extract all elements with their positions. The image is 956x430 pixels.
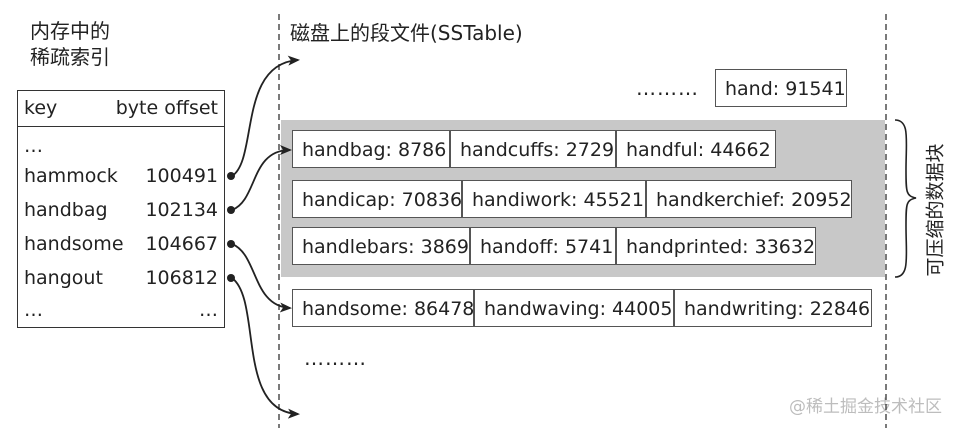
sstable-entry: handkerchief: 20952 <box>646 180 852 218</box>
index-row-key: handbag <box>24 199 108 221</box>
sstable-entry: handoff: 5741 <box>470 227 616 265</box>
sstable-entry: hand: 91541 <box>715 69 847 107</box>
disk-segment-title: 磁盘上的段文件(SSTable) <box>290 21 523 45</box>
index-row: hammock 100491 <box>24 162 218 190</box>
pointer-arrow-hangout <box>231 277 300 419</box>
index-row: hangout 106812 <box>24 264 218 292</box>
index-row-offset: 102134 <box>145 199 218 221</box>
index-row-key: hammock <box>24 165 118 187</box>
sstable-entry: handsome: 86478 <box>292 289 474 327</box>
index-header-key: key <box>24 97 58 119</box>
index-header-divider <box>18 126 224 127</box>
sparse-index-table: key byte offset … hammock 100491 handbag… <box>17 90 225 328</box>
memory-index-title-line1: 内存中的 <box>30 19 110 43</box>
index-row-key: handsome <box>24 233 124 255</box>
index-row: … <box>24 132 218 160</box>
memory-index-title-line2: 稀疏索引 <box>30 45 110 69</box>
pointer-origin-handsome <box>227 240 235 248</box>
sstable-entry: handiwork: 45521 <box>462 180 646 218</box>
sstable-entry: handwriting: 22846 <box>674 289 872 327</box>
pointer-arrow-handsome <box>231 243 292 313</box>
index-row-offset: 100491 <box>145 165 218 187</box>
index-row: … … <box>24 296 218 324</box>
compressible-blocks-brace <box>894 119 917 278</box>
pointer-arrow-handbag <box>231 145 292 211</box>
bottom-ellipsis: ……… <box>304 346 367 370</box>
index-row-key: … <box>24 135 43 157</box>
index-row: handsome 104667 <box>24 230 218 258</box>
pointer-origin-handbag <box>227 206 235 214</box>
index-row: handbag 102134 <box>24 196 218 224</box>
pointer-origin-hangout <box>227 274 235 282</box>
sstable-entry: handlebars: 3869 <box>292 227 470 265</box>
pointer-origin-hammock <box>227 172 235 180</box>
index-row-offset: … <box>199 299 218 321</box>
index-header-offset: byte offset <box>115 97 218 119</box>
sstable-entry: handbag: 8786 <box>292 130 450 168</box>
sstable-entry: handwaving: 44005 <box>474 289 674 327</box>
index-header: key byte offset <box>24 94 218 122</box>
top-ellipsis: ……… <box>636 76 699 100</box>
index-row-key: hangout <box>24 267 103 289</box>
sstable-entry: handprinted: 33632 <box>616 227 816 265</box>
sstable-entry: handicap: 70836 <box>292 180 462 218</box>
index-row-offset: 104667 <box>145 233 218 255</box>
watermark: @稀土掘金技术社区 <box>789 397 942 417</box>
pointer-arrow-hammock <box>231 55 300 177</box>
index-row-offset: 106812 <box>145 267 218 289</box>
index-row-key: … <box>24 299 43 321</box>
sstable-entry: handful: 44662 <box>616 130 776 168</box>
sstable-entry: handcuffs: 2729 <box>450 130 616 168</box>
